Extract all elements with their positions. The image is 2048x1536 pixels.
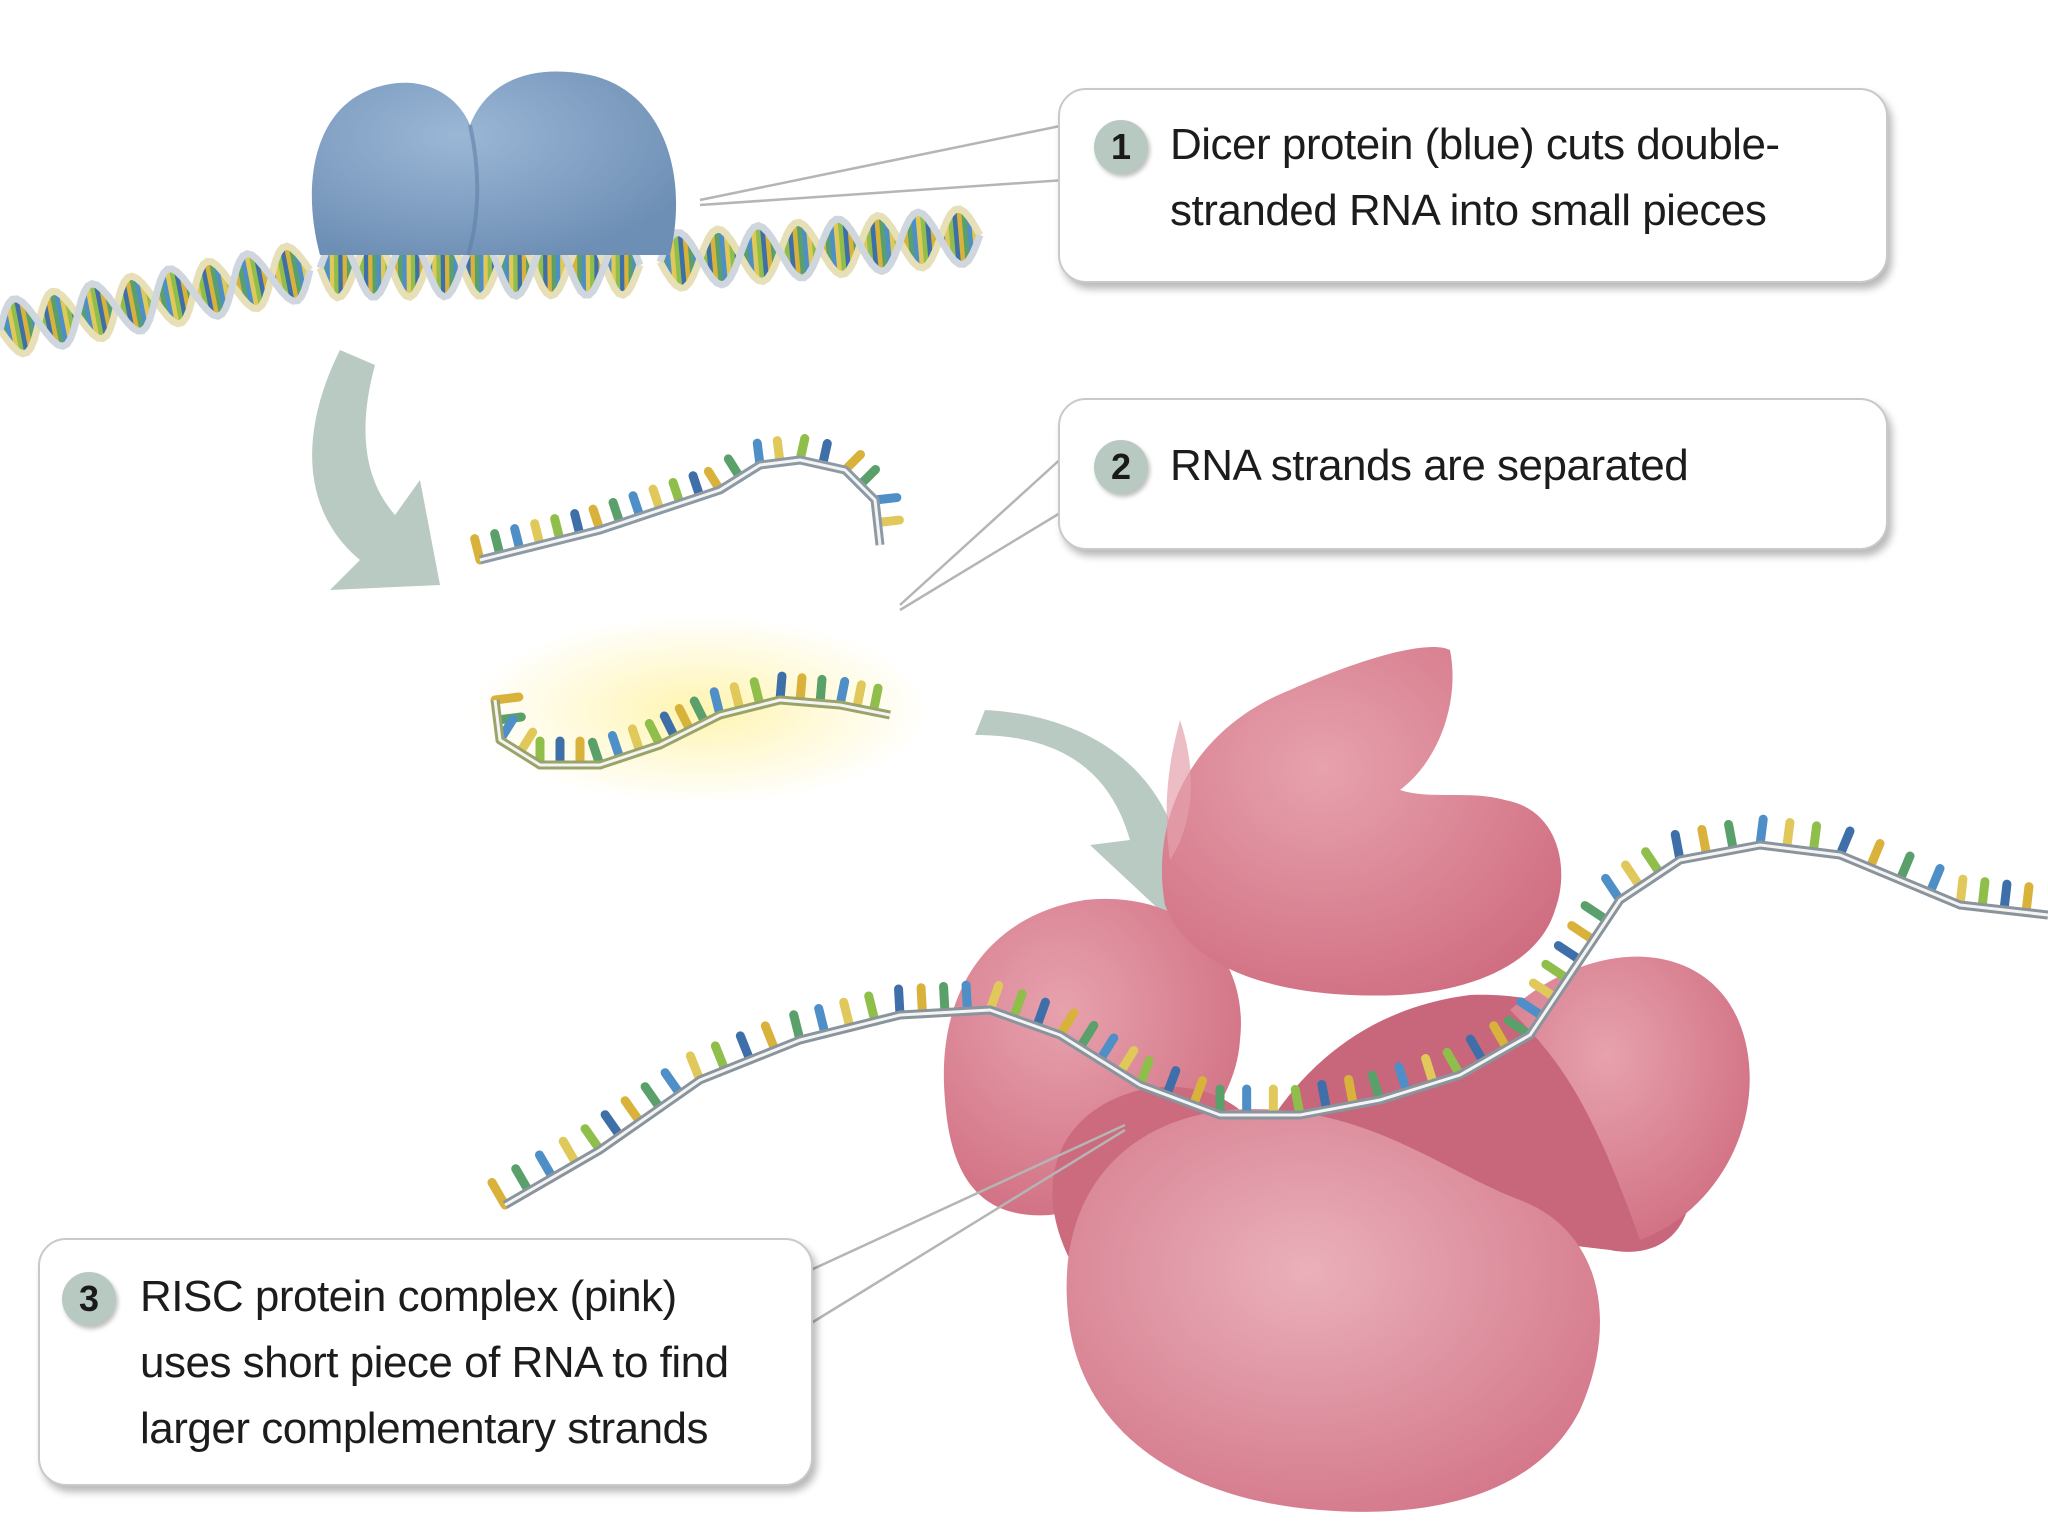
step-1-badge: 1 [1094,120,1148,174]
pointer-line-2 [899,454,1066,612]
step-1-text: Dicer protein (blue) cuts double- strand… [1170,112,1780,244]
step-2-text: RNA strands are separated [1170,433,1689,499]
step-2-line-1: RNA strands are separated [1170,441,1689,490]
step-3-line-3: larger complementary strands [140,1404,709,1453]
callout-step-2: 2 RNA strands are separated [1058,398,1888,550]
separated-strand-upper [470,434,904,565]
step-2-badge: 2 [1094,440,1148,494]
callout-step-3: 3 RISC protein complex (pink) uses short… [38,1238,813,1486]
step-3-badge: 3 [62,1272,116,1326]
step-1-line-1: Dicer protein (blue) cuts double- [1170,120,1780,169]
step-3-line-2: uses short piece of RNA to find [140,1338,729,1387]
risc-complex [943,646,1750,1512]
arrow-to-risc [975,710,1210,915]
pointer-line-1 [699,123,1066,207]
callout-step-1: 1 Dicer protein (blue) cuts double- stra… [1058,88,1888,283]
arrow-to-separation [312,350,440,590]
step-3-text: RISC protein complex (pink) uses short p… [140,1264,729,1462]
pointer-line-3 [799,1123,1126,1332]
dicer-protein [311,71,677,256]
separated-strand-lower [490,671,891,770]
target-rna-strand [487,814,2048,1210]
step-1-line-2: stranded RNA into small pieces [1170,186,1767,235]
step-3-line-1: RISC protein complex (pink) [140,1272,677,1321]
